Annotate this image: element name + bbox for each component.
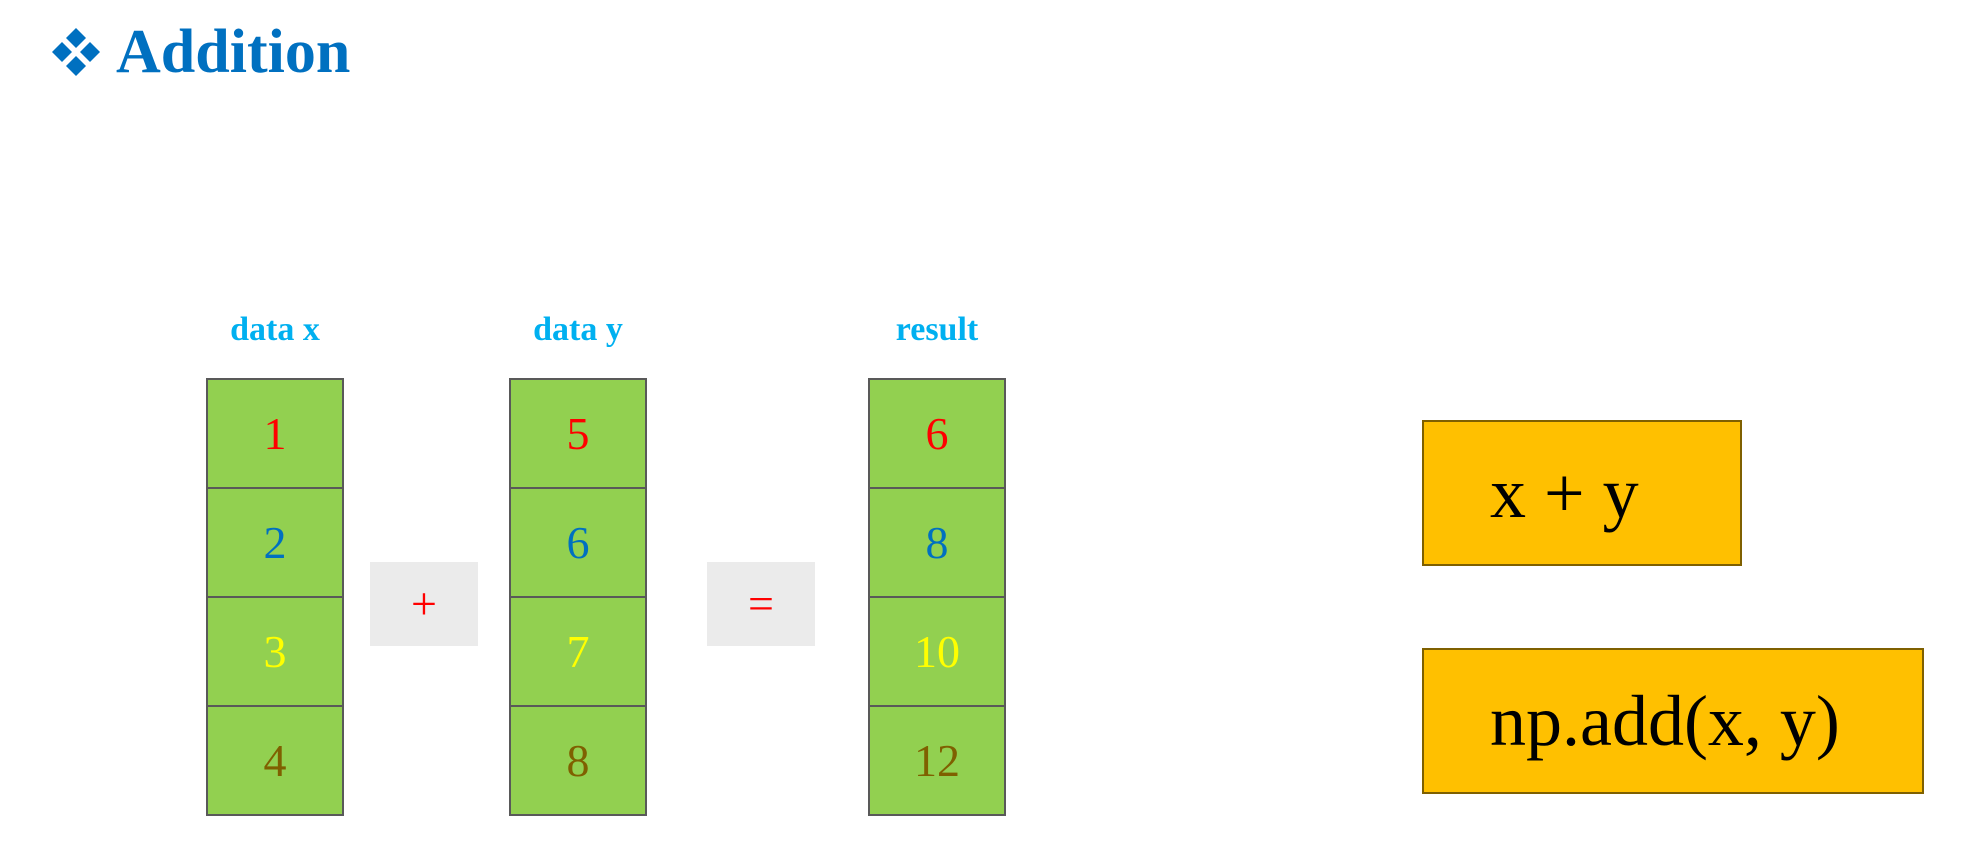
data-y-column: 5 6 7 8 [509, 378, 647, 816]
data-x-label: data x [230, 311, 320, 348]
data-x-column: 1 2 3 4 [206, 378, 344, 816]
data-y-cell: 6 [509, 487, 647, 598]
data-y-cell: 5 [509, 378, 647, 489]
data-x-cell: 2 [206, 487, 344, 598]
data-y-label: data y [533, 311, 623, 348]
plus-operator: + [370, 562, 478, 646]
result-cell: 12 [868, 705, 1006, 816]
result-column: 6 8 10 12 [868, 378, 1006, 816]
result-cell: 10 [868, 596, 1006, 707]
data-y-cell: 7 [509, 596, 647, 707]
result-cell: 6 [868, 378, 1006, 489]
data-x-cell: 1 [206, 378, 344, 489]
equals-operator: = [707, 562, 815, 646]
page-title: Addition [50, 12, 350, 92]
function-form-code-box: np.add(x, y) [1422, 648, 1924, 794]
data-x-cell: 3 [206, 596, 344, 707]
result-label: result [895, 311, 979, 348]
operator-form-code-box: x + y [1422, 420, 1742, 566]
four-diamond-bullet-icon [52, 28, 100, 76]
data-x-cell: 4 [206, 705, 344, 816]
result-cell: 8 [868, 487, 1006, 598]
data-y-cell: 8 [509, 705, 647, 816]
page-title-text: Addition [116, 18, 351, 86]
